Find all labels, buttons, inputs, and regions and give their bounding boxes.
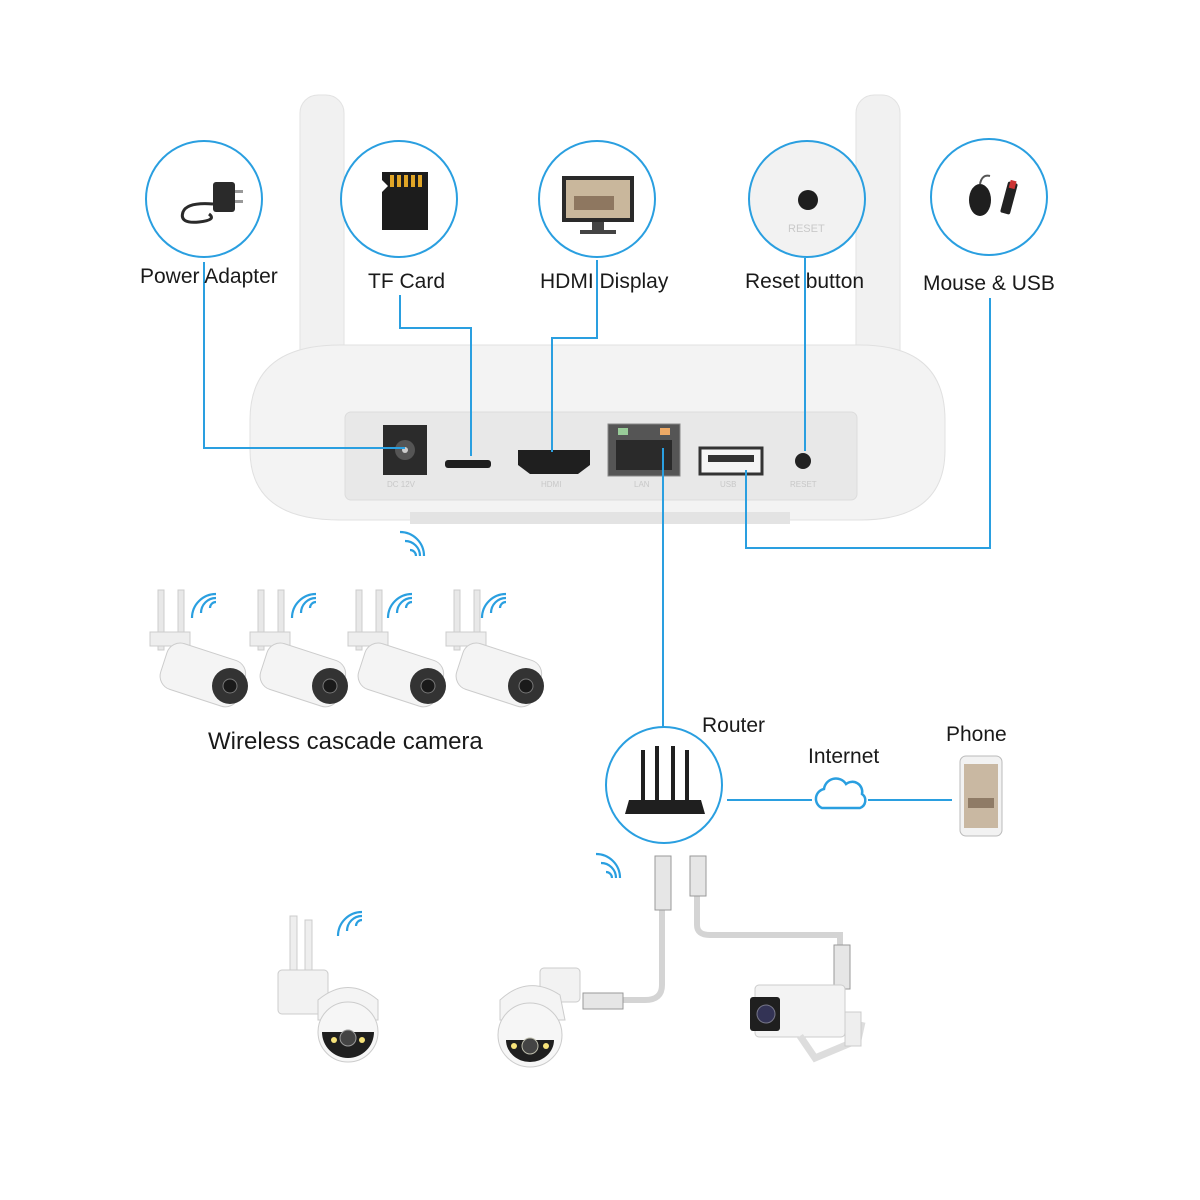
cam1-wifi-icon [190, 592, 217, 619]
hdmi-line [551, 260, 598, 452]
reset-port-label: RESET [790, 480, 817, 489]
router-label: Router [702, 714, 766, 737]
wired-ptz-camera-icon [497, 967, 581, 1068]
cloud-icon [814, 777, 867, 810]
ptz-wifi-icon [336, 910, 363, 937]
connector-lines [203, 258, 991, 801]
hdmi-display-label: HDMI Display [540, 270, 669, 293]
wireless-ptz-camera-icon [277, 915, 379, 1063]
cascade-cameras [149, 589, 544, 708]
lan-port-label: LAN [634, 480, 650, 489]
power-adapter-circle [145, 140, 263, 258]
mouse-usb-icon [969, 174, 1018, 216]
rj45-connectors [582, 855, 851, 1010]
dc-port-label: DC 12V [387, 480, 416, 489]
usb-line [745, 298, 991, 549]
hdmi-display-circle [538, 140, 656, 258]
power-line [203, 262, 405, 449]
reset-button-circle: RESET [748, 140, 866, 258]
power-adapter-label: Power Adapter [140, 265, 278, 288]
bullet-camera-icon [249, 589, 348, 708]
nvr-device: DC 12V HDMI LAN USB RESET [249, 344, 946, 524]
mouse-usb-label: Mouse & USB [923, 272, 1055, 295]
cascade-camera-caption: Wireless cascade camera [208, 728, 483, 755]
ethernet-cables [620, 892, 843, 1003]
phone-icon [959, 755, 1003, 837]
phone-label: Phone [946, 723, 1007, 746]
tf-card-icon [382, 172, 428, 230]
cam2-wifi-icon [290, 592, 317, 619]
router-circle [605, 726, 723, 844]
power-adapter-icon [180, 182, 243, 224]
cam4-wifi-icon [480, 592, 507, 619]
hdmi-port [518, 450, 590, 474]
monitor-icon [562, 176, 634, 234]
bullet-camera-icon [347, 589, 446, 708]
reset-button-icon: RESET [788, 190, 825, 235]
usb-port-label: USB [720, 480, 736, 489]
tf-card-label: TF Card [368, 270, 446, 293]
bullet-camera-icon [149, 589, 248, 708]
router-wifi-icon [595, 852, 622, 879]
bullet-camera-icon [445, 589, 544, 708]
tf-slot [445, 460, 491, 468]
tf-card-circle [340, 140, 458, 258]
router-icon [625, 746, 705, 814]
cam3-wifi-icon [386, 592, 413, 619]
reset-button-label: Reset button [745, 270, 865, 293]
internet-label: Internet [808, 745, 880, 768]
svg-text:RESET: RESET [788, 223, 825, 235]
mouse-usb-circle [930, 138, 1048, 256]
hdmi-port-label: HDMI [541, 480, 561, 489]
tf-line [399, 295, 472, 456]
reset-hole [795, 453, 811, 469]
wired-bullet-camera-icon [750, 984, 866, 1063]
nvr-wifi-icon [399, 530, 426, 557]
wifi-signals [190, 530, 622, 937]
